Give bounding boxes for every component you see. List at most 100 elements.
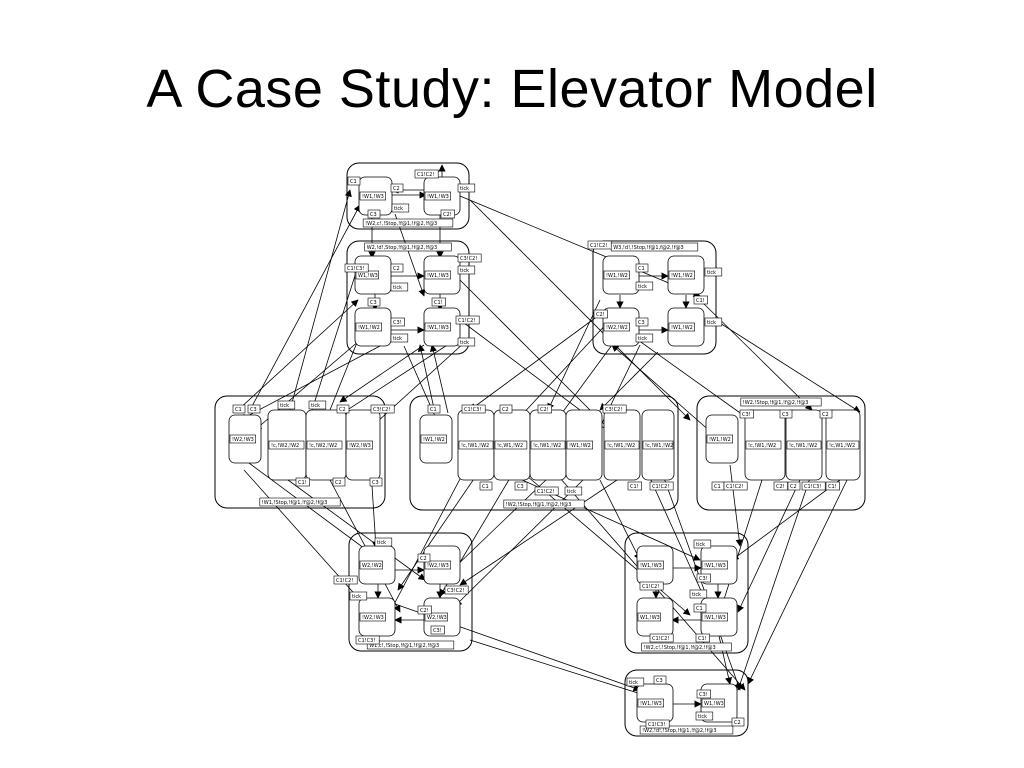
condition-label: C3! (699, 576, 708, 582)
state-node: !W2,!W3 (358, 597, 396, 637)
condition-label-box (333, 575, 358, 585)
state-label: !W1,!W3 (427, 194, 449, 200)
condition-label: C2 (335, 480, 342, 486)
state-label: !c,!W1,!W2 (607, 443, 635, 449)
condition-label: C2! (443, 212, 452, 218)
condition-label: C3 (517, 484, 524, 490)
group-caption: W1,c!,!Stop,!f@1,!f@2,!f@3 (369, 643, 439, 649)
state-node: W1,!W3 (354, 255, 392, 295)
transition-edge (599, 479, 641, 561)
state-label-box (701, 560, 729, 570)
condition-label: C2 (339, 407, 346, 413)
condition-label-box (739, 409, 754, 419)
condition-label: C3!C2! (605, 407, 622, 413)
state-group: !W2,!Stop,!f@1,!f@2,!f@3 (696, 395, 866, 511)
condition-label: C1!C3! (804, 484, 821, 490)
condition-label-box (440, 209, 455, 219)
condition-label: C1 (430, 407, 437, 413)
state-node: !W1,!W3 (358, 176, 393, 216)
transition-edge (729, 464, 743, 547)
state-label-box (637, 560, 665, 570)
transition-edge (469, 199, 691, 421)
condition-label-box (779, 409, 793, 419)
state-label: !W1,!W3 (640, 563, 662, 569)
group-caption: !W1,!Stop,!f@1,!f@2,!f@3 (262, 500, 328, 506)
transition-edge (417, 344, 436, 414)
condition-label-box (461, 404, 486, 414)
condition-label-box (514, 481, 528, 491)
state-label-box (424, 322, 452, 332)
state-label: !W1,!W3 (427, 273, 449, 279)
state-node: !c,!W1,!W2 (603, 409, 641, 481)
condition-label: C2 (734, 720, 741, 726)
condition-label-box (431, 297, 446, 307)
group-caption: W2,!d!,Stop,!f@1,!f@2,!f@3 (367, 245, 437, 251)
condition-label: C1! (698, 636, 707, 642)
condition-label-box (369, 477, 383, 487)
state-label-box (268, 440, 305, 450)
state-node: !W1,!W2 (667, 255, 705, 295)
state-label: !c,!W2,!W2 (271, 443, 299, 449)
state-label-box (359, 612, 387, 622)
state-label: !W1,!W2 (709, 437, 731, 443)
condition-label-box (391, 203, 410, 213)
condition-label: C3 (782, 412, 789, 418)
state-label-box (229, 434, 257, 444)
state-label-box (458, 440, 494, 450)
state-node: !c,W1,!W2 (825, 409, 861, 481)
condition-label-box (308, 400, 327, 410)
state-label-box (424, 270, 452, 280)
condition-label-box (801, 481, 826, 491)
condition-label: C3 (370, 300, 377, 306)
transition-edge (311, 259, 362, 411)
state-node: !c,!W2,!W2 (267, 409, 307, 481)
condition-label-box (349, 591, 368, 601)
condition-label: C2 (790, 484, 797, 490)
condition-label-box (374, 537, 393, 547)
condition-label-box (723, 481, 748, 491)
group-caption-box (639, 725, 734, 735)
condition-label: C1!C2! (458, 318, 475, 324)
condition-label-box (649, 481, 674, 491)
transition-edge (469, 639, 661, 702)
condition-label-box (773, 481, 788, 491)
group-caption: !W2,!Stop,!f@1,!f@2,!f@3 (506, 502, 572, 508)
condition-label-box (825, 481, 840, 491)
condition-label-box (247, 404, 261, 414)
condition-label-box (537, 404, 552, 414)
condition-label-box (232, 404, 246, 414)
condition-label-box (277, 400, 296, 410)
state-label: !W1,!W2 (606, 273, 628, 279)
condition-label-box (390, 317, 405, 327)
state-node: !c,!W1,!W2 (457, 409, 495, 481)
state-node: !W1,!W3 (636, 683, 674, 723)
state-group-frame (592, 240, 717, 355)
condition-label-box (635, 281, 654, 291)
state-label: !W1,!W3 (362, 194, 384, 200)
condition-label: tick (460, 340, 469, 346)
state-label: W1,!W3 (704, 701, 724, 707)
condition-label-box (819, 409, 833, 419)
condition-label-box (593, 309, 608, 319)
state-group-frame (214, 395, 386, 509)
condition-label: tick (460, 186, 469, 192)
condition-label-box (696, 573, 711, 583)
state-node: !c,!W1,!W2 (785, 409, 823, 481)
transition-edge (237, 299, 359, 411)
group-caption-box (259, 497, 341, 507)
condition-label-box (627, 481, 642, 491)
condition-label: C2! (596, 312, 605, 318)
transition-edge (699, 299, 813, 411)
condition-label-box (367, 209, 381, 219)
condition-label-box (693, 603, 707, 613)
condition-label: C3! (699, 692, 708, 698)
condition-label-box (390, 333, 409, 343)
group-caption: !W2,c!,!Stop,!f@1,!f@2,!f@3 (365, 221, 437, 227)
condition-label-box (534, 486, 559, 496)
state-node: W2,!W2 (358, 545, 396, 585)
state-label: !W1,!W2 (671, 325, 693, 331)
state-node: !W2,!W3 (423, 545, 461, 585)
condition-label: C3 (638, 320, 645, 326)
condition-label: C3 (250, 407, 257, 413)
state-group: !W1,!Stop,!f@1,!f@2,!f@3 (214, 395, 386, 509)
